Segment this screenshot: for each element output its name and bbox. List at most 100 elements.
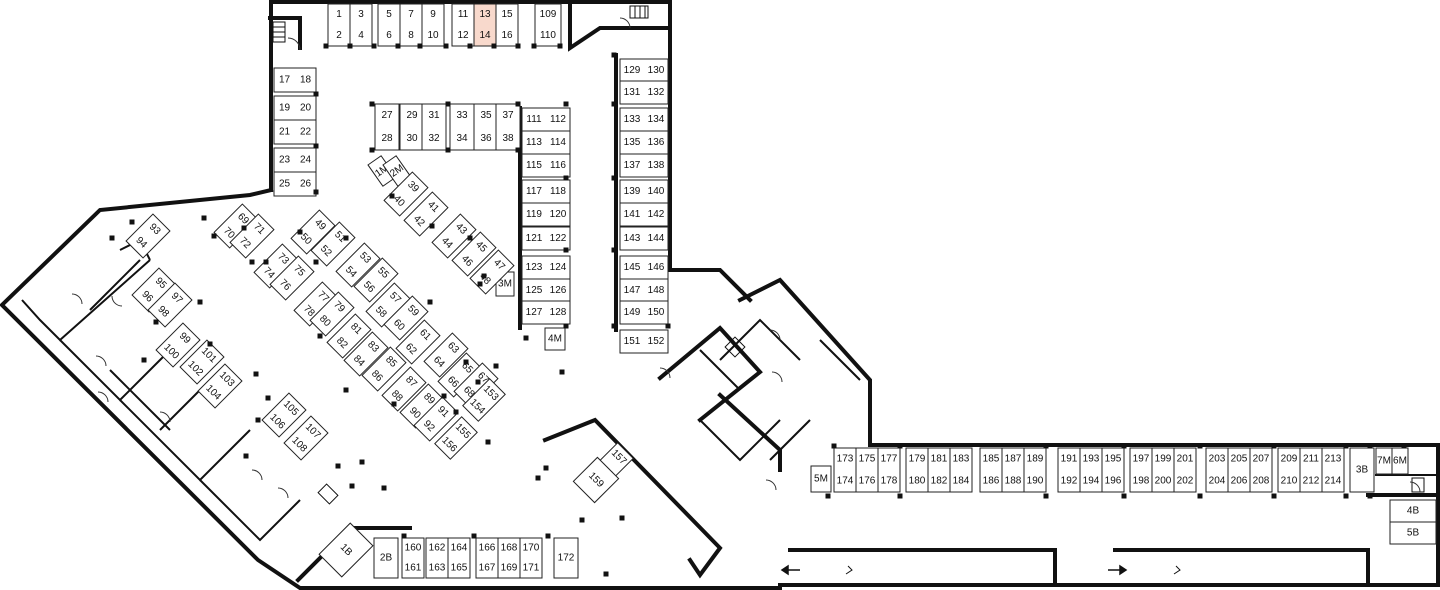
parking-spot[interactable]: 172 — [553, 537, 579, 579]
parking-spot[interactable]: 3B — [1349, 447, 1375, 493]
parking-spot[interactable]: 2B — [373, 537, 399, 579]
parking-spot[interactable]: 5B — [1389, 521, 1437, 545]
parking-spot[interactable]: 6M — [1391, 447, 1409, 475]
parking-spot[interactable]: 4M — [544, 327, 566, 351]
parking-spot[interactable]: 159 — [572, 456, 620, 504]
parking-spot[interactable]: 4B — [1389, 499, 1437, 523]
parking-spot[interactable]: 1B — [318, 522, 374, 578]
parking-spot[interactable]: 34 — [349, 3, 373, 47]
parking-spot[interactable]: 12 — [327, 3, 351, 47]
parking-spot[interactable]: 910 — [421, 3, 445, 47]
parking-spot[interactable]: 7M — [1375, 447, 1393, 475]
parking-spot[interactable]: 78 — [399, 3, 423, 47]
parking-spot[interactable]: 5M — [810, 465, 832, 493]
